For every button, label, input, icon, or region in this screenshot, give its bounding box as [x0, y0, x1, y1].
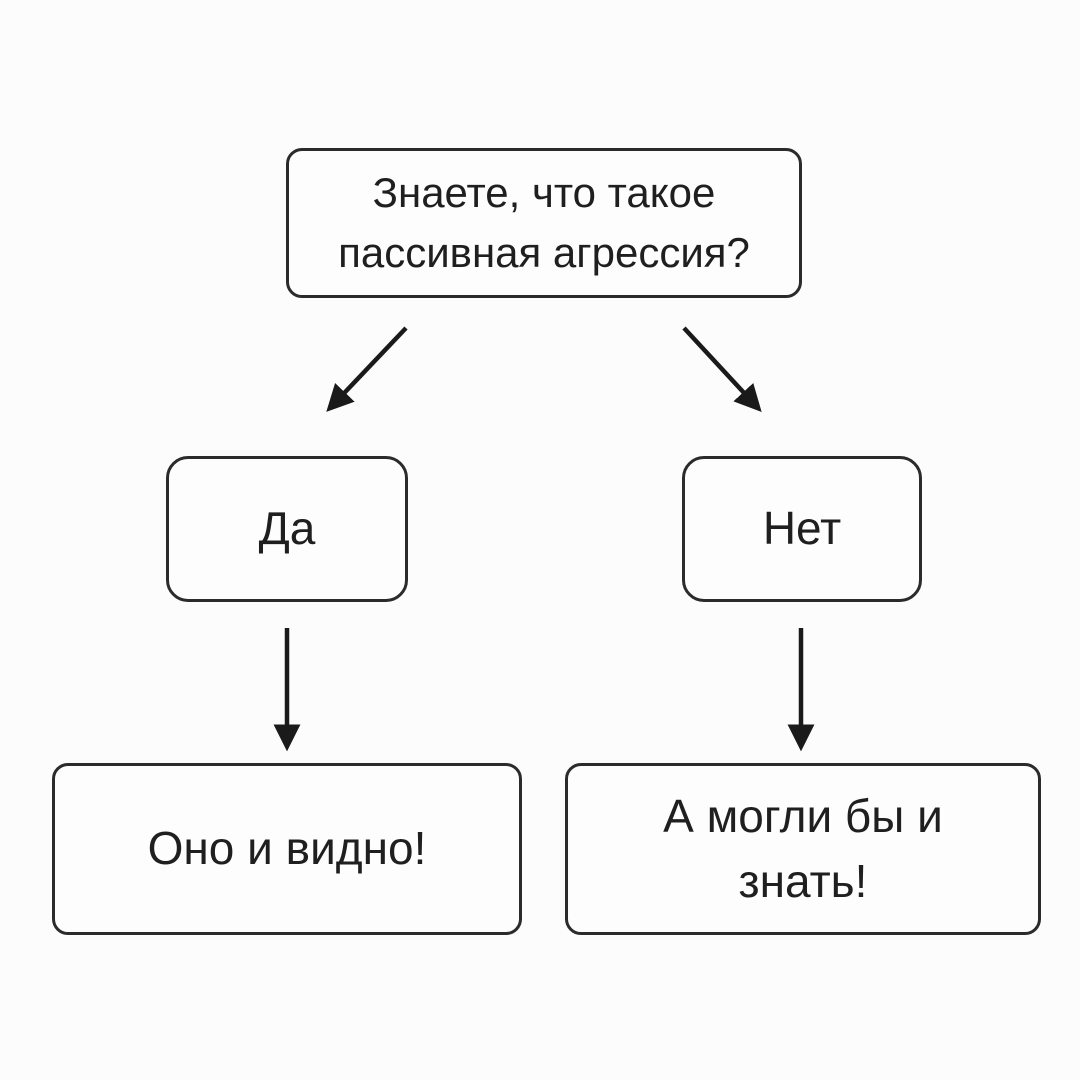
arrow-question-to-yes: [326, 326, 408, 412]
outcome-no-box: А могли бы и знать!: [565, 763, 1041, 935]
question-box: Знаете, что такое пассивная агрессия?: [286, 148, 802, 298]
question-label: Знаете, что такое пассивная агрессия?: [338, 169, 750, 276]
answer-no-label: Нет: [762, 502, 842, 555]
answer-yes-box: Да: [166, 456, 408, 602]
arrow-question-to-no: [682, 326, 762, 412]
outcome-no-label: А могли бы и знать!: [663, 789, 943, 907]
outcome-yes-label: Оно и видно!: [147, 822, 427, 875]
answer-no-box: Нет: [682, 456, 922, 602]
answer-yes-label: Да: [258, 502, 316, 555]
outcome-yes-box: Оно и видно!: [52, 763, 522, 935]
